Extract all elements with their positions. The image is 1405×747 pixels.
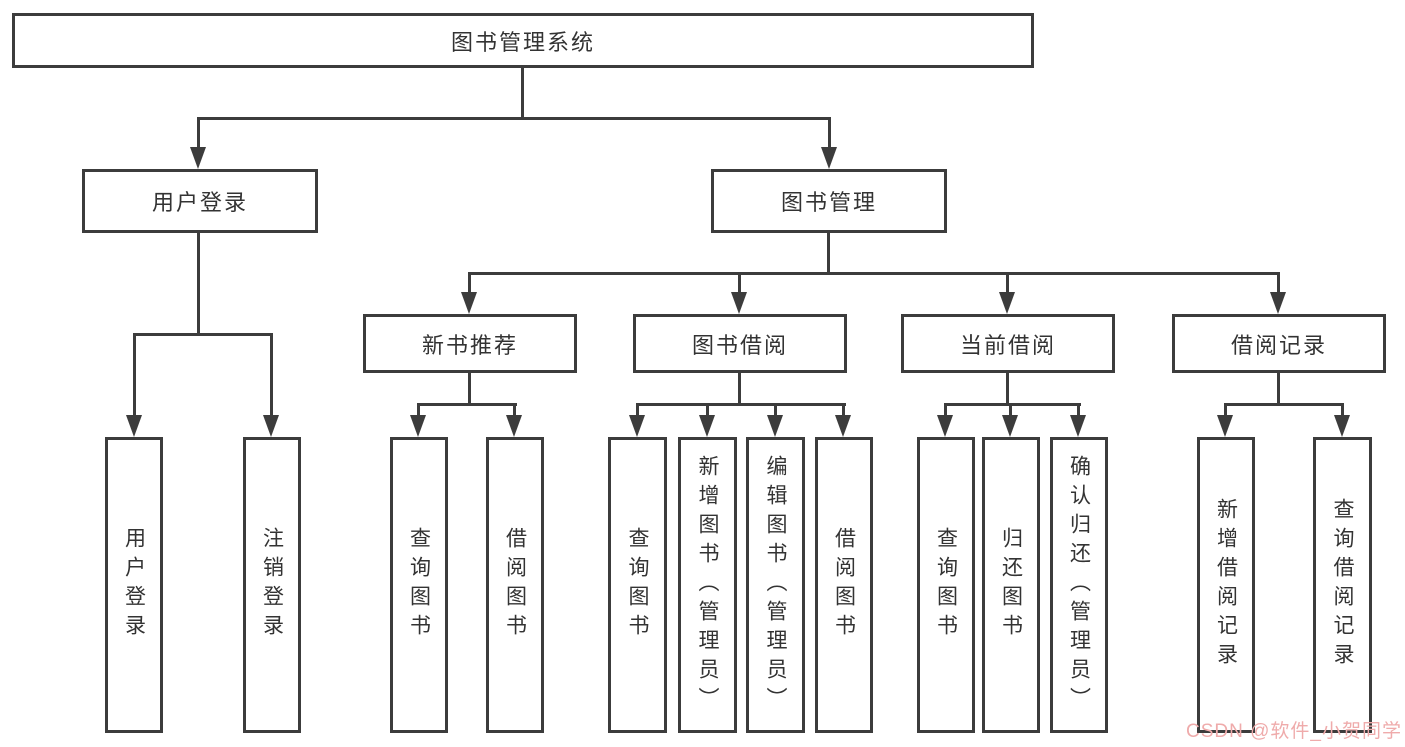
arrow-down-cb-1 — [937, 415, 953, 437]
arrow-down-user-login — [190, 147, 206, 169]
leaf-br-query-record: 查询借阅记录 — [1313, 437, 1372, 733]
connector-user-login-drop — [197, 117, 200, 151]
node-root: 图书管理系统 — [12, 13, 1034, 68]
leaf-bb-borrow-books-label: 借阅图书 — [832, 527, 856, 643]
arrow-down-book-mgmt — [821, 147, 837, 169]
node-book-borrow: 图书借阅 — [633, 314, 847, 373]
node-book-borrow-label: 图书借阅 — [691, 332, 788, 358]
node-new-books: 新书推荐 — [363, 314, 577, 373]
node-user-login-label: 用户登录 — [151, 190, 248, 215]
connector-cb-drop-1 — [944, 403, 947, 417]
connector-level2-rail — [197, 117, 831, 120]
connector-bb-drop-2 — [706, 403, 709, 417]
node-user-login: 用户登录 — [82, 169, 318, 233]
leaf-bb-query-books-label: 查询图书 — [626, 527, 649, 643]
connector-level3-rail — [468, 272, 1280, 275]
leaf-bb-borrow-books: 借阅图书 — [815, 437, 873, 733]
leaf-bb-query-books: 查询图书 — [608, 437, 667, 733]
arrow-down-login-2 — [263, 415, 279, 437]
connector-cb-drop-2 — [1009, 403, 1012, 417]
leaf-cb-confirm-return-admin: 确认归还（管理员） — [1050, 437, 1108, 733]
leaf-br-add-record: 新增借阅记录 — [1197, 437, 1255, 733]
arrow-down-bb-1 — [629, 415, 645, 437]
connector-borrow-records-drop — [1277, 272, 1280, 294]
arrow-down-cb-2 — [1002, 415, 1018, 437]
node-borrow-records: 借阅记录 — [1172, 314, 1386, 373]
connector-br-drop-1 — [1224, 403, 1227, 417]
leaf-user-login: 用户登录 — [105, 437, 163, 733]
leaf-logout-label: 注销登录 — [260, 527, 284, 643]
leaf-cb-return-books: 归还图书 — [982, 437, 1040, 733]
arrow-down-nb-1 — [410, 415, 426, 437]
leaf-logout: 注销登录 — [243, 437, 301, 733]
arrow-down-borrow-records — [1270, 292, 1286, 314]
connector-book-borrow-stem — [738, 373, 741, 405]
leaf-cb-query-books-label: 查询图书 — [934, 527, 958, 643]
leaf-nb-borrow-books-label: 借阅图书 — [503, 527, 527, 643]
connector-current-borrow-drop — [1006, 272, 1009, 294]
connector-records-rail — [1224, 403, 1344, 406]
leaf-bb-add-books-admin-label: 新增图书（管理员） — [696, 454, 719, 716]
connector-current-rail — [944, 403, 1081, 406]
connector-login-rail — [133, 333, 273, 336]
connector-nb-drop-1 — [417, 403, 420, 417]
connector-bb-drop-3 — [774, 403, 777, 417]
arrow-down-nb-2 — [506, 415, 522, 437]
connector-cb-drop-3 — [1077, 403, 1080, 417]
arrow-down-login-1 — [126, 415, 142, 437]
arrow-down-bb-3 — [767, 415, 783, 437]
node-root-label: 图书管理系统 — [450, 29, 595, 55]
arrow-down-cb-3 — [1070, 415, 1086, 437]
leaf-nb-borrow-books: 借阅图书 — [486, 437, 544, 733]
leaf-bb-add-books-admin: 新增图书（管理员） — [678, 437, 737, 733]
leaf-cb-confirm-return-admin-label: 确认归还（管理员） — [1067, 454, 1091, 716]
connector-root-stem — [521, 68, 524, 120]
node-book-mgmt-label: 图书管理 — [780, 190, 877, 215]
leaf-nb-query-books-label: 查询图书 — [407, 527, 431, 643]
arrow-down-br-2 — [1334, 415, 1350, 437]
connector-records-stem — [1277, 373, 1280, 405]
connector-mgmt-stem — [827, 233, 830, 274]
connector-new-books-drop — [468, 272, 471, 294]
node-new-books-label: 新书推荐 — [421, 332, 518, 358]
node-current-borrow: 当前借阅 — [901, 314, 1115, 373]
connector-book-borrow-rail — [636, 403, 846, 406]
connector-br-drop-2 — [1341, 403, 1344, 417]
arrow-down-bb-2 — [699, 415, 715, 437]
connector-book-mgmt-drop — [828, 117, 831, 151]
connector-book-borrow-drop — [738, 272, 741, 294]
leaf-cb-query-books: 查询图书 — [917, 437, 975, 733]
connector-bb-drop-1 — [636, 403, 639, 417]
leaf-bb-edit-books-admin: 编辑图书（管理员） — [746, 437, 805, 733]
leaf-bb-edit-books-admin-label: 编辑图书（管理员） — [764, 454, 787, 716]
arrow-down-book-borrow — [731, 292, 747, 314]
connector-login-drop-1 — [133, 333, 136, 415]
connector-current-stem — [1006, 373, 1009, 405]
node-borrow-records-label: 借阅记录 — [1230, 332, 1327, 358]
arrow-down-br-1 — [1217, 415, 1233, 437]
csdn-watermark: CSDN @软件_小贺同学 — [1186, 721, 1402, 742]
leaf-user-login-label: 用户登录 — [122, 527, 146, 643]
connector-bb-drop-4 — [842, 403, 845, 417]
arrow-down-new-books — [461, 292, 477, 314]
connector-login-stem — [197, 233, 200, 335]
connector-login-drop-2 — [270, 333, 273, 415]
node-current-borrow-label: 当前借阅 — [959, 332, 1056, 358]
arrow-down-current-borrow — [999, 292, 1015, 314]
leaf-br-add-record-label: 新增借阅记录 — [1214, 498, 1238, 672]
connector-new-books-stem — [468, 373, 471, 405]
connector-new-books-rail — [417, 403, 517, 406]
connector-nb-drop-2 — [513, 403, 516, 417]
arrow-down-bb-4 — [835, 415, 851, 437]
leaf-br-query-record-label: 查询借阅记录 — [1331, 498, 1354, 672]
leaf-nb-query-books: 查询图书 — [390, 437, 448, 733]
node-book-mgmt: 图书管理 — [711, 169, 947, 233]
leaf-cb-return-books-label: 归还图书 — [999, 527, 1023, 643]
